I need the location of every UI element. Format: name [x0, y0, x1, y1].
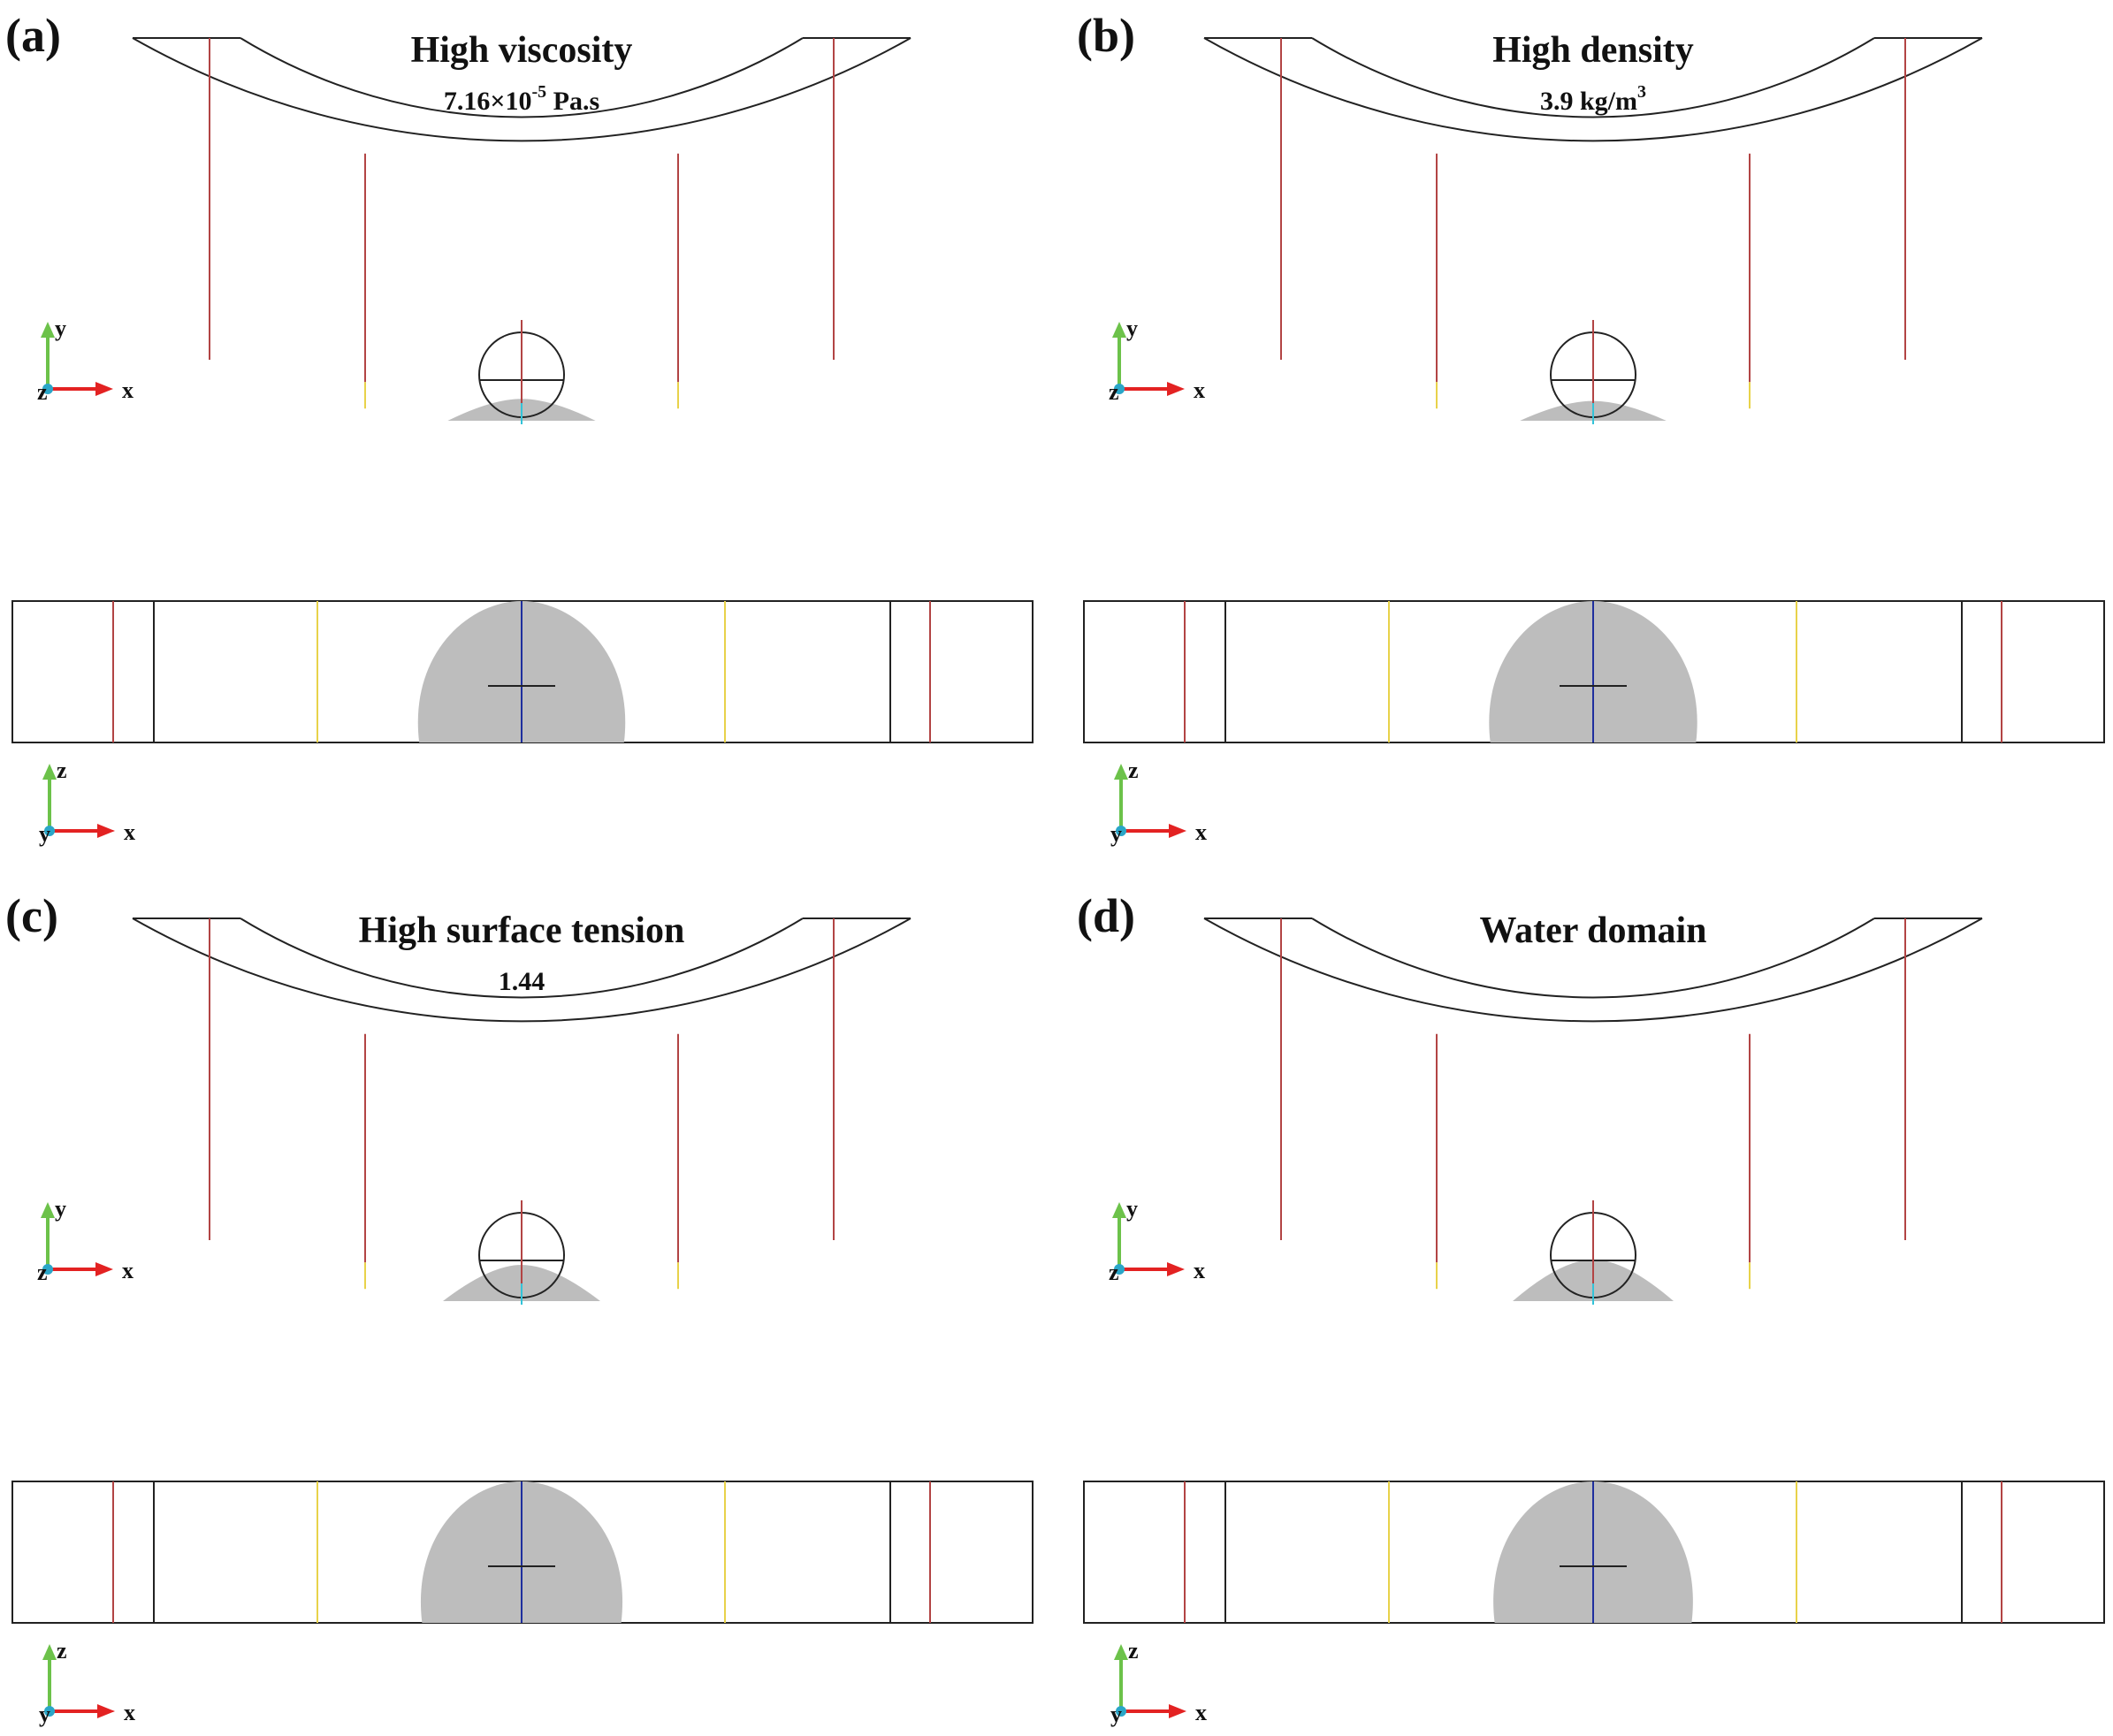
out-of-plane-axis-dot	[1114, 1264, 1125, 1275]
horizontal-axis-arrowhead	[1169, 1704, 1186, 1718]
vertical-axis-arrowhead	[1112, 1202, 1126, 1218]
out-of-plane-axis-dot	[1116, 1706, 1126, 1717]
axis-triad: z x y	[1110, 758, 1207, 847]
channel-outer-wall	[132, 917, 912, 1023]
out-of-plane-axis-dot	[44, 1706, 55, 1717]
vertical-axis-label: y	[55, 1196, 66, 1222]
out-of-plane-axis-label: z	[37, 379, 48, 405]
horizontal-axis-arrowhead	[97, 824, 115, 838]
panel-d: (d) Water domain y x z z x y	[1077, 889, 2105, 1727]
out-of-plane-axis-dot	[1114, 384, 1125, 394]
axis-triad: y x z	[37, 316, 133, 405]
vertical-axis-arrowhead	[1114, 764, 1128, 780]
side-view: z x y	[11, 600, 1034, 847]
panel-a: (a) High viscosity 7.16×10-5 Pa.s y x z z x y	[5, 9, 1034, 847]
panel-title: Water domain	[1479, 910, 1706, 951]
top-view: y x z	[1109, 37, 1983, 424]
out-of-plane-axis-label: z	[1109, 379, 1119, 405]
axis-triad: z x y	[1110, 1638, 1207, 1727]
vertical-axis-label: y	[1126, 1196, 1138, 1222]
panel-label: (d)	[1077, 889, 1135, 942]
horizontal-axis-label: x	[124, 819, 135, 845]
channel-inner-wall	[240, 37, 804, 118]
horizontal-axis-label: x	[1194, 377, 1205, 403]
vertical-axis-label: z	[57, 758, 67, 783]
horizontal-axis-arrowhead	[1167, 382, 1185, 396]
out-of-plane-axis-dot	[44, 826, 55, 836]
out-of-plane-axis-label: y	[1110, 821, 1122, 847]
panel-b: (b) High density 3.9 kg/m3 y x z z x y	[1077, 9, 2105, 847]
panel-c: (c) High surface tension 1.44 y x z z x y	[5, 889, 1034, 1727]
side-view: z x y	[1083, 600, 2105, 847]
vertical-axis-arrowhead	[42, 764, 57, 780]
out-of-plane-axis-dot	[42, 384, 53, 394]
horizontal-axis-label: x	[1195, 1700, 1207, 1725]
axis-triad: z x y	[39, 758, 135, 847]
horizontal-axis-arrowhead	[97, 1704, 115, 1718]
axis-triad: z x y	[39, 1638, 135, 1727]
side-view: z x y	[1083, 1481, 2105, 1727]
vertical-axis-arrowhead	[1112, 322, 1126, 338]
vertical-axis-arrowhead	[41, 322, 55, 338]
horizontal-axis-arrowhead	[95, 382, 113, 396]
axis-triad: y x z	[37, 1196, 133, 1285]
subtitle-main: 7.16×10	[444, 87, 532, 116]
vertical-axis-label: z	[1128, 758, 1139, 783]
horizontal-axis-label: x	[122, 1258, 133, 1283]
panel-title: High viscosity	[411, 30, 633, 71]
vertical-axis-label: y	[1126, 316, 1138, 341]
out-of-plane-axis-label: z	[1109, 1260, 1119, 1285]
subtitle-main: 1.44	[499, 967, 545, 996]
vertical-axis-arrowhead	[1114, 1644, 1128, 1660]
out-of-plane-axis-label: z	[37, 1260, 48, 1285]
panel-label: (a)	[5, 9, 61, 62]
panel-title: High surface tension	[359, 910, 685, 951]
out-of-plane-axis-label: y	[1110, 1702, 1122, 1727]
panel-label: (c)	[5, 889, 58, 942]
horizontal-axis-label: x	[1194, 1258, 1205, 1283]
channel-outer-wall	[132, 37, 912, 142]
top-view: y x z	[37, 37, 912, 424]
horizontal-axis-arrowhead	[1167, 1262, 1185, 1276]
channel-outer-wall	[1203, 37, 1983, 142]
axis-triad: y x z	[1109, 1196, 1205, 1285]
out-of-plane-axis-label: y	[39, 821, 50, 847]
vertical-axis-label: y	[55, 316, 66, 341]
top-view: y x z	[1109, 917, 1983, 1305]
horizontal-axis-arrowhead	[95, 1262, 113, 1276]
out-of-plane-axis-dot	[42, 1264, 53, 1275]
horizontal-axis-label: x	[124, 1700, 135, 1725]
horizontal-axis-label: x	[122, 377, 133, 403]
out-of-plane-axis-dot	[1116, 826, 1126, 836]
vertical-axis-arrowhead	[42, 1644, 57, 1660]
side-view: z x y	[11, 1481, 1034, 1727]
vertical-axis-arrowhead	[41, 1202, 55, 1218]
channel-inner-wall	[240, 917, 804, 999]
subtitle-unit: Pa.s	[546, 87, 599, 116]
axis-triad: y x z	[1109, 316, 1205, 405]
panel-subtitle: 1.44	[499, 967, 545, 996]
panel-subtitle: 3.9 kg/m3	[1540, 82, 1646, 116]
subtitle-superscript: 3	[1637, 82, 1646, 102]
subtitle-superscript: -5	[531, 82, 546, 102]
top-view: y x z	[37, 917, 912, 1305]
panel-label: (b)	[1077, 9, 1135, 62]
channel-inner-wall	[1311, 37, 1875, 118]
horizontal-axis-arrowhead	[1169, 824, 1186, 838]
vertical-axis-label: z	[1128, 1638, 1139, 1664]
panel-subtitle: 7.16×10-5 Pa.s	[444, 82, 599, 116]
subtitle-main: 3.9 kg/m	[1540, 87, 1637, 116]
vertical-axis-label: z	[57, 1638, 67, 1664]
channel-inner-wall	[1311, 917, 1875, 999]
panel-title: High density	[1492, 30, 1694, 71]
channel-outer-wall	[1203, 917, 1983, 1023]
out-of-plane-axis-label: y	[39, 1702, 50, 1727]
horizontal-axis-label: x	[1195, 819, 1207, 845]
